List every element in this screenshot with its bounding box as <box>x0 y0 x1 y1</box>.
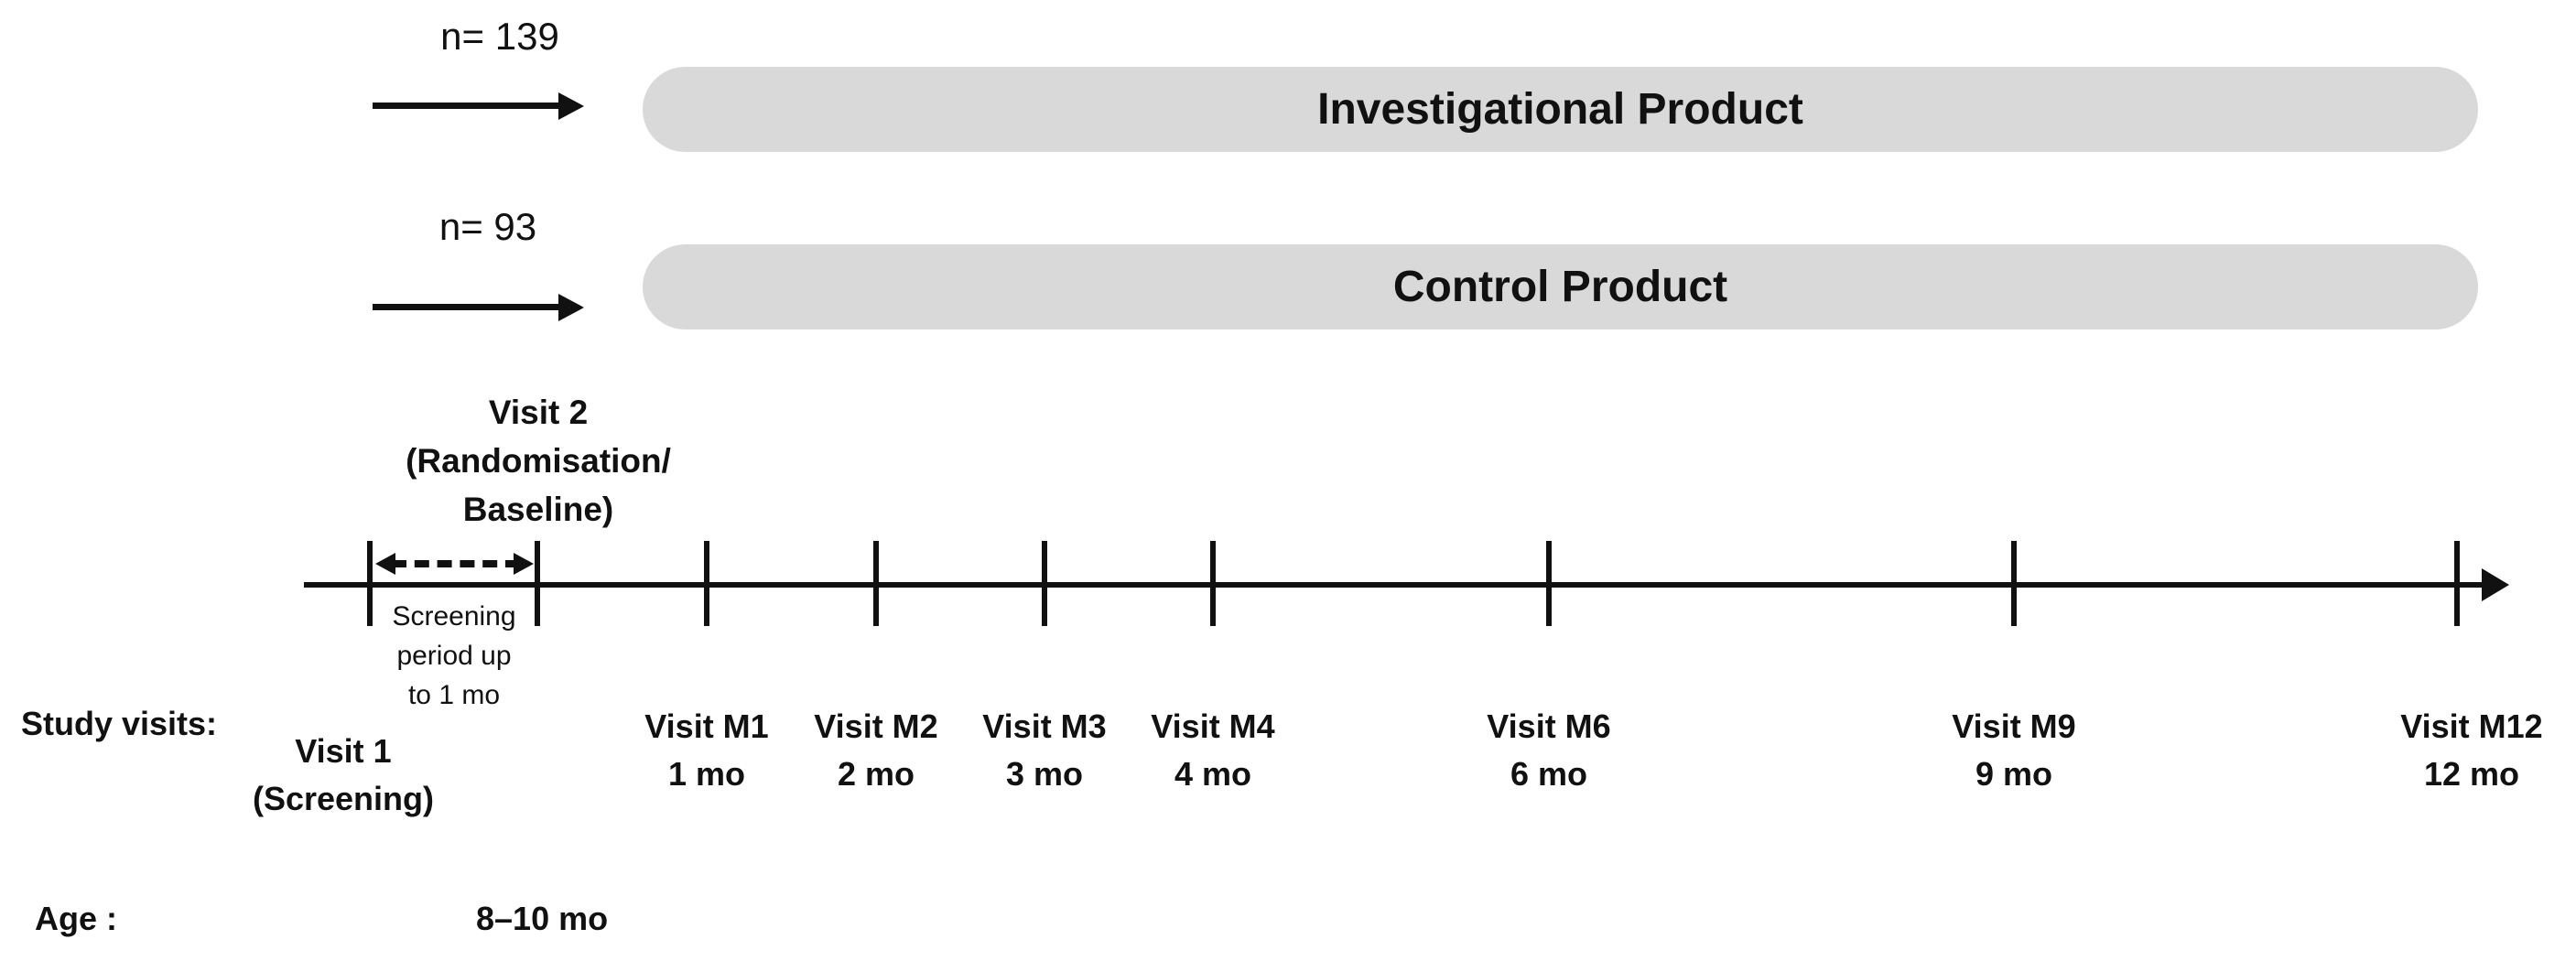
visit-name: Visit M4 <box>1151 707 1275 745</box>
visit-label-m4: Visit M4 4 mo <box>1151 703 1274 798</box>
control-product-bar: Control Product <box>643 244 2478 329</box>
tick-visit-m12 <box>2454 541 2460 626</box>
visit-interval: 9 mo <box>1975 755 2053 793</box>
assignment-arrow-investigational <box>373 103 561 109</box>
timeline-arrowhead-icon <box>2482 568 2509 601</box>
visit-label-visit1: Visit 1 (Screening) <box>253 728 434 823</box>
tick-visit-m4 <box>1210 541 1216 626</box>
visit-name: Visit M1 <box>644 707 769 745</box>
tick-visit1 <box>367 541 373 626</box>
assignment-arrow-control <box>373 304 561 310</box>
age-caption: Age : <box>35 900 117 937</box>
visit-label-m6: Visit M6 6 mo <box>1487 703 1610 798</box>
tick-visit-m9 <box>2011 541 2017 626</box>
visit-label-m12: Visit M12 12 mo <box>2400 703 2542 798</box>
n-count-investigational: n= 139 <box>440 15 559 58</box>
age-value: 8–10 mo <box>476 900 609 937</box>
visit-interval: 4 mo <box>1174 755 1252 793</box>
tick-visit-m2 <box>873 541 879 626</box>
screening-period-arrow <box>392 560 520 567</box>
screening-period-line1: Screening <box>392 601 516 632</box>
visit-label-m1: Visit M1 1 mo <box>644 703 768 798</box>
visit-name: Visit 1 <box>295 732 392 770</box>
randomisation-visit-label: Visit 2 (Randomisation/ Baseline) <box>406 388 671 534</box>
visit-name: Visit M6 <box>1487 707 1611 745</box>
screening-period-label: Screening period up to 1 mo <box>392 597 515 715</box>
randomisation-visit-line2: (Randomisation/ <box>406 442 671 480</box>
visit-name: Visit M12 <box>2400 707 2543 745</box>
arrow-right-icon <box>558 294 584 321</box>
tick-visit-m3 <box>1042 541 1047 626</box>
timeline-axis <box>304 582 2484 588</box>
arrow-right-icon <box>558 92 584 120</box>
visit-name: Visit M9 <box>1952 707 2076 745</box>
n-count-control: n= 93 <box>438 205 537 248</box>
tick-visit-m1 <box>704 541 709 626</box>
visit-interval: (Screening) <box>252 780 435 817</box>
visit-label-m3: Visit M3 3 mo <box>982 703 1106 798</box>
investigational-product-bar: Investigational Product <box>643 67 2478 152</box>
screening-period-line3: to 1 mo <box>407 680 501 710</box>
visit-interval: 1 mo <box>667 755 746 793</box>
visit-interval: 3 mo <box>1005 755 1084 793</box>
randomisation-visit-line1: Visit 2 <box>488 394 589 431</box>
investigational-product-label: Investigational Product <box>1317 85 1803 134</box>
visit-name: Visit M3 <box>982 707 1107 745</box>
visit-interval: 12 mo <box>2423 755 2520 793</box>
arrow-left-icon <box>375 553 395 575</box>
visit-name: Visit M2 <box>814 707 938 745</box>
visit-interval: 2 mo <box>837 755 915 793</box>
randomisation-visit-line3: Baseline) <box>462 491 614 528</box>
tick-visit2 <box>535 541 540 626</box>
study-visits-caption: Study visits: <box>21 705 218 742</box>
screening-period-line2: period up <box>396 641 512 671</box>
arrow-right-icon <box>514 553 534 575</box>
visit-label-m2: Visit M2 2 mo <box>814 703 937 798</box>
visit-label-m9: Visit M9 9 mo <box>1952 703 2075 798</box>
visit-interval: 6 mo <box>1510 755 1588 793</box>
tick-visit-m6 <box>1546 541 1552 626</box>
control-product-label: Control Product <box>1392 263 1728 311</box>
